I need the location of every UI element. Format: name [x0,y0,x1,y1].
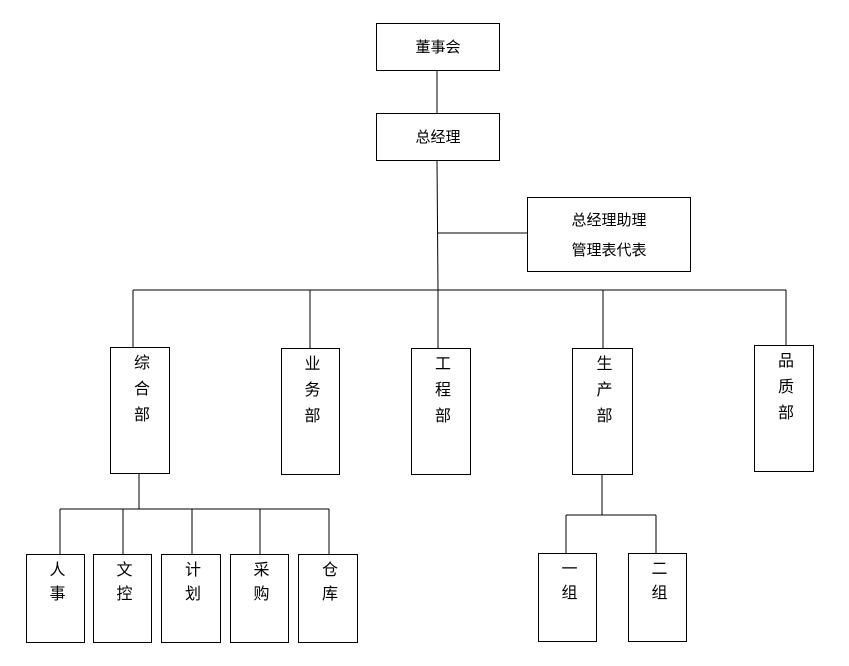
dept-production-label: 生产部 [593,355,613,433]
group-2-label: 二组 [648,560,668,608]
dept-production-box: 生产部 [572,348,633,475]
unit-warehouse-label: 仓库 [319,561,338,609]
dept-quality-label: 品质部 [775,352,794,430]
group-1-box: 一组 [538,553,597,642]
dept-business-label: 业务部 [301,355,321,433]
group-2-box: 二组 [628,553,687,642]
unit-planning-box: 计划 [161,554,221,643]
dept-engineering-box: 工程部 [411,348,471,475]
group-1-label: 一组 [558,560,578,608]
assistant-box: 总经理助理 管理表代表 [527,197,691,272]
assistant-line-1: 总经理助理 [571,210,647,229]
general-manager-box: 总经理 [376,113,500,161]
dept-general-label: 综合部 [131,354,150,432]
unit-hr-box: 人事 [26,554,85,643]
board-box: 董事会 [376,23,500,71]
unit-purchasing-box: 采购 [230,554,289,643]
unit-doc-control-box: 文控 [93,554,152,643]
unit-doc-control-label: 文控 [113,561,133,609]
dept-quality-box: 品质部 [754,345,814,472]
unit-warehouse-box: 仓库 [298,554,358,643]
unit-planning-label: 计划 [182,561,201,609]
unit-purchasing-label: 采购 [250,561,270,609]
dept-general-box: 综合部 [110,347,170,474]
general-manager-label: 总经理 [415,128,461,146]
assistant-line-2: 管理表代表 [571,240,647,259]
board-label: 董事会 [415,38,461,56]
dept-business-box: 业务部 [281,348,340,475]
unit-hr-label: 人事 [46,561,66,609]
dept-engineering-label: 工程部 [432,355,451,433]
